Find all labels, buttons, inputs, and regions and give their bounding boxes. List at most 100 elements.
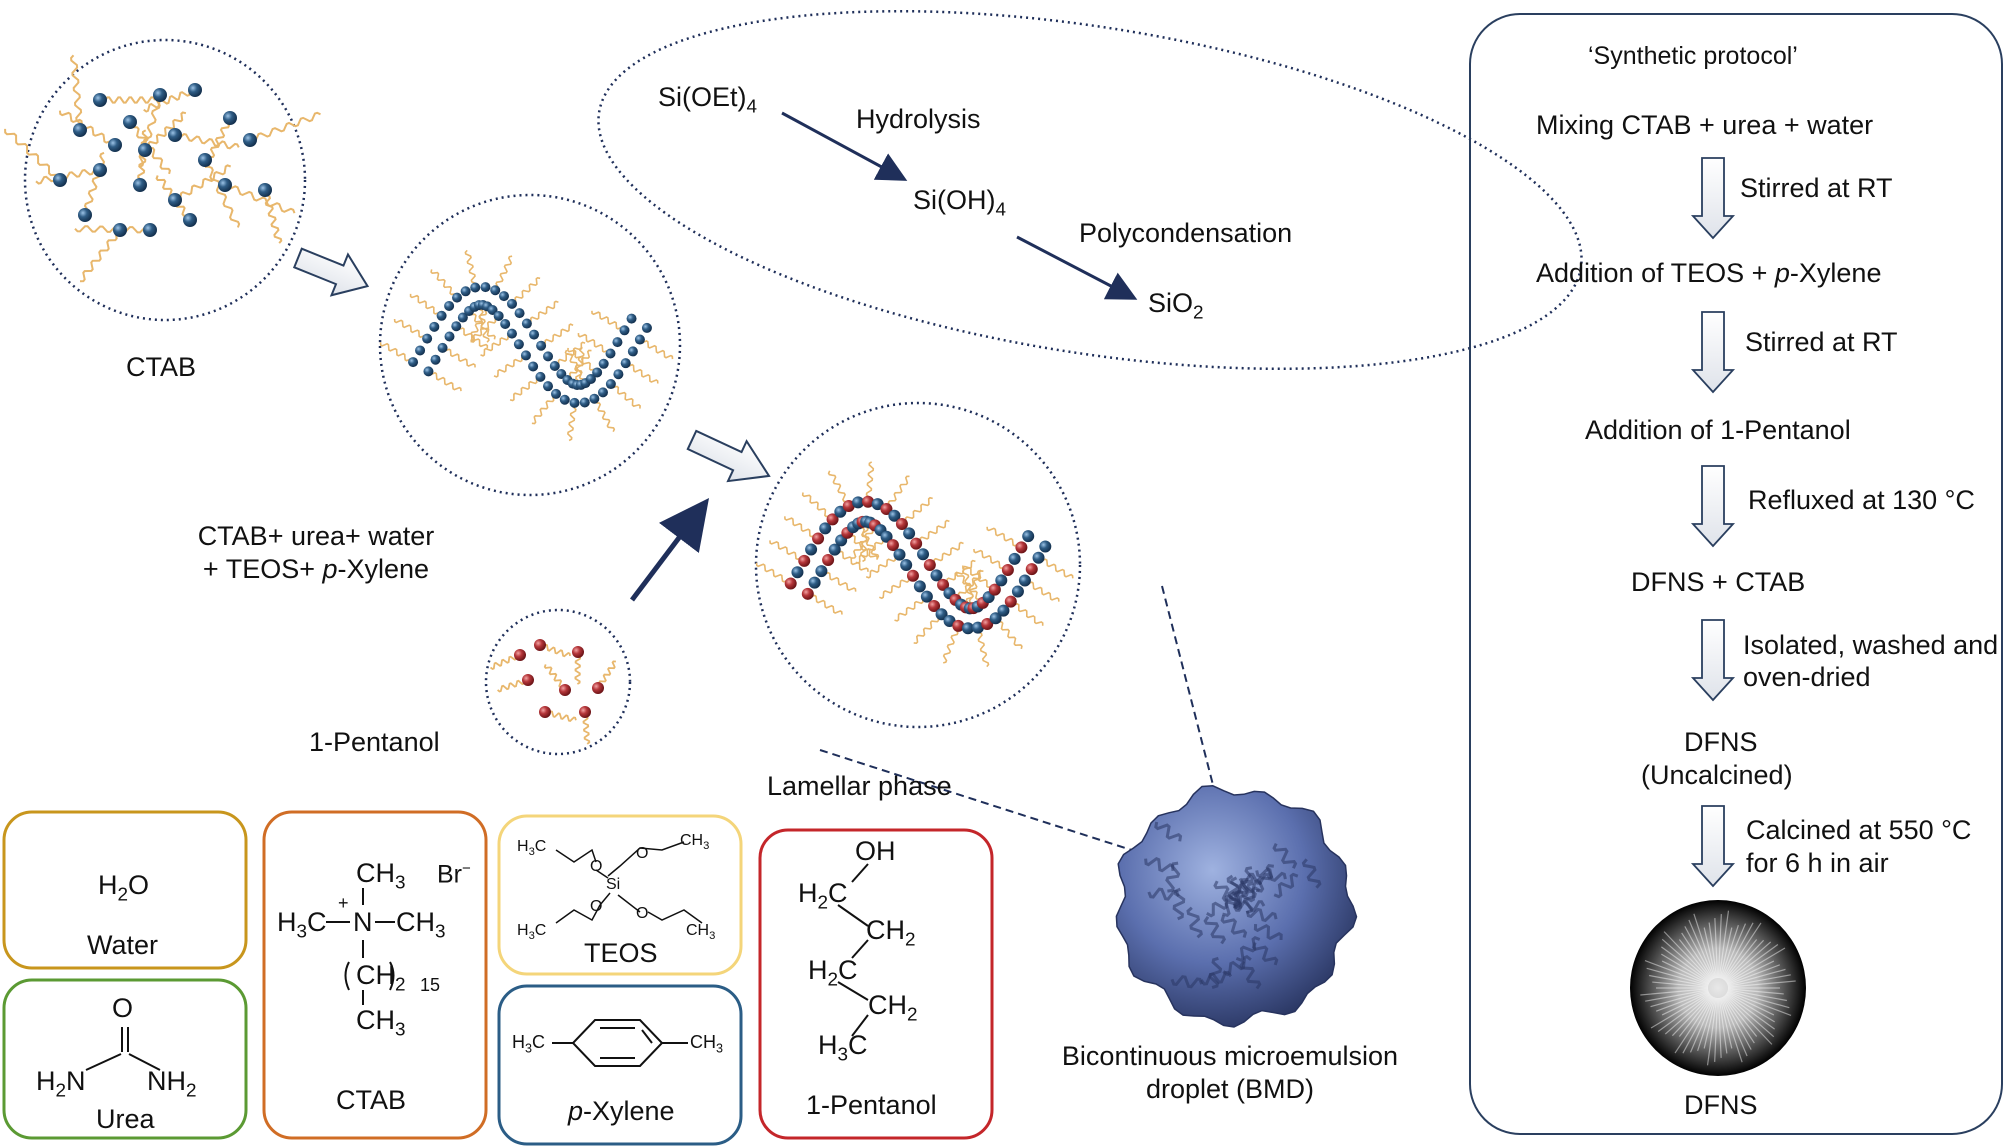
dfns-fiber <box>1678 995 1713 1037</box>
bilayer-tail <box>540 323 574 348</box>
pentanol-molecules <box>489 639 616 745</box>
blue-headgroup <box>605 379 616 390</box>
blue-headgroup <box>490 285 501 296</box>
dfns-fiber <box>1727 988 1784 995</box>
bilayer-tail <box>975 627 990 668</box>
surfactant-tail <box>4 128 61 181</box>
blue-headgroup <box>913 580 926 593</box>
blue-headgroup <box>506 298 517 309</box>
bilayer-tail <box>575 346 585 386</box>
ctab-headgroup <box>183 213 197 227</box>
red-headgroup <box>862 495 875 508</box>
blue-headgroup <box>457 312 468 323</box>
dfns-fiber <box>1649 974 1709 987</box>
red-headgroup <box>784 577 797 590</box>
red-headgroup <box>923 558 936 571</box>
blue-headgroup <box>1022 530 1035 543</box>
dfns-fiber <box>1678 939 1713 981</box>
blue-headgroup <box>543 351 554 362</box>
blue-headgroup <box>436 310 447 321</box>
blue-headgroup <box>592 367 603 378</box>
xylene-name-italic: p <box>568 1096 584 1126</box>
protocol-title: ‘Synthetic protocol’ <box>1588 42 1798 70</box>
ctab-br: Br− <box>437 860 471 889</box>
dfns-fiber <box>1722 922 1754 980</box>
bilayer-tail <box>591 310 626 331</box>
bilayer-tail <box>455 326 489 349</box>
bilayer-tail <box>592 398 616 433</box>
blue-headgroup <box>535 371 546 382</box>
red-headgroup <box>952 619 965 632</box>
pentanol-structure <box>837 863 869 1037</box>
urea-structure <box>85 1027 161 1071</box>
bilayer-tail <box>464 249 478 289</box>
teos-box <box>497 814 743 976</box>
ctab-ch3-bottom: CH3 <box>356 1005 406 1041</box>
ctab-h3c: H3C <box>277 907 327 943</box>
blue-headgroup <box>444 331 455 342</box>
red-headgroup <box>928 600 941 613</box>
dfns-fiber <box>1727 990 1792 1016</box>
blue-headgroup <box>498 291 509 302</box>
blue-headgroup <box>528 361 539 372</box>
blue-headgroup <box>920 590 933 603</box>
protocol-step-2-suffix: -Xylene <box>1789 258 1882 288</box>
bmd-label-line1: Bicontinuous microemulsion <box>1061 1041 1399 1071</box>
protocol-step-2-italic: p <box>1774 258 1790 288</box>
red-headgroup <box>1025 563 1038 576</box>
ctab-headgroup <box>93 93 107 107</box>
blue-headgroup <box>1039 540 1052 553</box>
dfns-fiber <box>1727 964 1781 986</box>
reaction-ellipse <box>597 9 1583 371</box>
blue-headgroup <box>452 292 463 303</box>
dfns-fiber <box>1661 991 1710 1016</box>
protocol-final: DFNS <box>1684 1090 1758 1120</box>
bilayer-tail <box>820 571 857 592</box>
dfns-fiber <box>1723 995 1758 1037</box>
blue-headgroup <box>634 334 645 345</box>
dfns-fiber <box>1720 997 1743 1063</box>
bilayer-tail <box>833 549 869 572</box>
red-headgroup <box>826 513 839 526</box>
bmd-label-line2: droplet (BMD) <box>1145 1074 1315 1104</box>
protocol-down-arrow <box>1690 805 1736 888</box>
dfns-fiber <box>1727 968 1786 986</box>
bilayer-tail <box>470 305 488 342</box>
bmd-droplet <box>1115 785 1358 1028</box>
bilayer-tail <box>470 314 499 343</box>
pentanol-headgroup <box>592 682 604 694</box>
dfns-fiber <box>1724 939 1765 982</box>
red-headgroup <box>988 583 1001 596</box>
blue-headgroup <box>997 604 1010 617</box>
bilayer-tail <box>986 526 1023 548</box>
dfns-fiber <box>1684 926 1714 980</box>
blue-headgroup <box>893 548 906 561</box>
dfns-fiber <box>1726 960 1775 985</box>
dfns-fiber <box>1724 994 1773 1045</box>
blue-headgroup <box>423 366 434 377</box>
pentanol-headgroup <box>522 674 534 686</box>
urea-h2n: H2N <box>36 1066 86 1102</box>
hollow-arrow-2 <box>686 429 771 483</box>
ctab-headgroup <box>123 115 137 129</box>
dfns-fiber <box>1693 913 1716 979</box>
blue-headgroup <box>598 358 609 369</box>
blue-headgroup <box>620 358 631 369</box>
bilayer-tail <box>846 532 879 560</box>
bmd-wrinkle <box>1154 821 1183 842</box>
dfns-fiber <box>1663 931 1712 982</box>
bilayer-tail <box>427 371 462 392</box>
bmd-wrinkle <box>1251 942 1279 966</box>
bilayer-tail <box>894 595 928 622</box>
pentanol-name: 1-Pentanol <box>806 1090 937 1120</box>
mixture-label-line2-prefix: + TEOS+ <box>202 554 323 584</box>
pentanol-h3c: H3C <box>818 1030 868 1066</box>
blue-headgroup <box>493 310 504 321</box>
ctab-micelle-circle <box>23 38 307 322</box>
bilayer-tail <box>801 492 834 520</box>
ctab-structure <box>326 888 395 1005</box>
bilayer-tail <box>856 523 880 560</box>
ctab-headgroup <box>113 223 127 237</box>
dfns-fiber <box>1722 996 1752 1050</box>
